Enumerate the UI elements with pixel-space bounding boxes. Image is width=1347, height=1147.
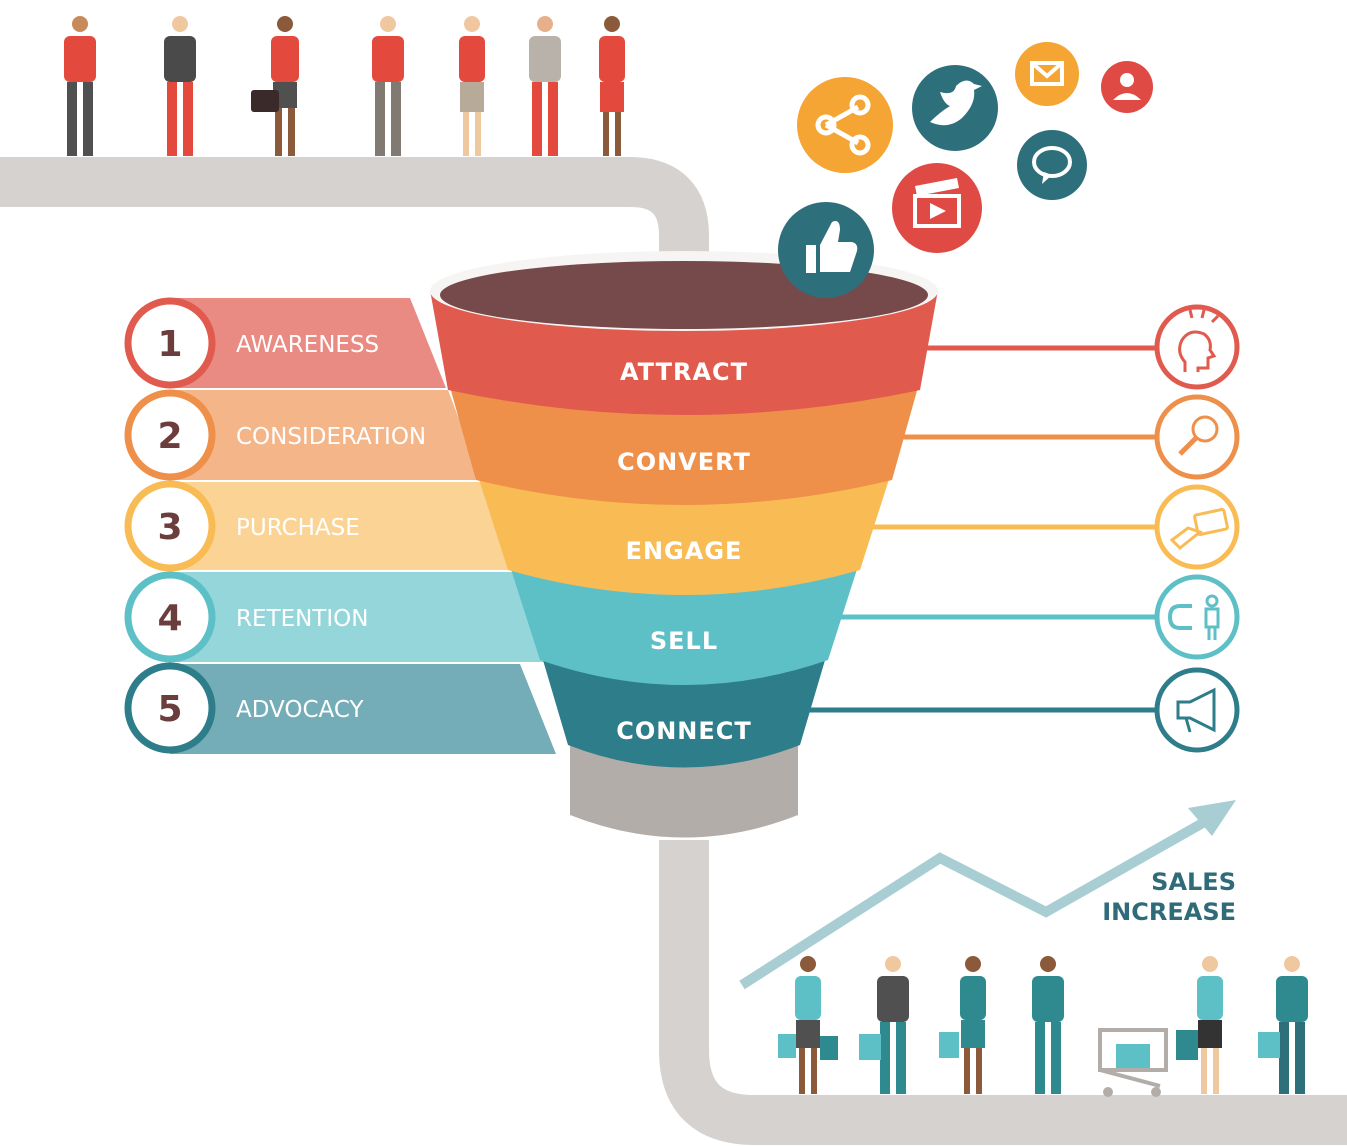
funnel-spout [570, 740, 798, 838]
stage-label: PURCHASE [236, 515, 360, 541]
stage-number: 1 [157, 324, 182, 365]
funnel-layer-connect [540, 650, 828, 768]
stage-label: CONSIDERATION [236, 424, 426, 450]
conveyor-path [0, 157, 1347, 1145]
stage-number: 2 [157, 416, 182, 457]
stage-band-5 [170, 664, 556, 754]
stage-item-3: 3 PURCHASE [124, 480, 360, 572]
thumbs-up-icon [778, 202, 874, 298]
magnet-customer-icon [1154, 574, 1240, 660]
funnel-layer-engage [476, 470, 892, 595]
shopper-icon [778, 956, 838, 1094]
stage-band-2 [170, 390, 482, 480]
idea-head-icon [1154, 304, 1240, 390]
person-icon [64, 16, 96, 156]
funnel-label-connect: CONNECT [616, 717, 752, 745]
funnel-label-convert: CONVERT [617, 448, 751, 476]
shopper-icon [859, 956, 909, 1094]
social-icons [778, 42, 1153, 298]
stage-item-1: 1 AWARENESS [124, 297, 379, 389]
stage-label: AWARENESS [236, 332, 379, 358]
funnel-layer-sell [508, 560, 860, 685]
shopping-cart-icon [1098, 1028, 1168, 1097]
sales-increase-arrow [739, 800, 1236, 990]
stage-label: RETENTION [236, 606, 368, 632]
twitter-bird-icon [912, 65, 998, 151]
shopper-icon [1258, 956, 1308, 1094]
stage-band-1 [170, 298, 446, 388]
person-icon [372, 16, 404, 156]
stage-number: 4 [157, 598, 182, 639]
megaphone-icon [1154, 667, 1240, 753]
video-clapper-icon [892, 163, 982, 253]
stage-label: ADVOCACY [236, 697, 365, 723]
stage-band-4 [170, 572, 554, 662]
right-icons [1154, 304, 1240, 753]
share-icon [797, 77, 893, 173]
shopper-icon [939, 956, 986, 1094]
sales-label-line1: SALES [1151, 868, 1236, 896]
person-icon [599, 16, 625, 156]
person-icon [164, 16, 196, 156]
funnel-label-sell: SELL [650, 627, 718, 655]
stage-item-4: 4 RETENTION [124, 571, 368, 663]
people-bottom [778, 956, 1308, 1097]
user-icon [1101, 61, 1153, 113]
mail-icon [1015, 42, 1079, 106]
stage-number: 3 [157, 507, 182, 548]
funnel: ATTRACT CONVERT ENGAGE SELL CONNECT [430, 251, 938, 838]
person-icon [529, 16, 561, 156]
card-payment-icon [1154, 484, 1240, 570]
shopper-icon [1176, 956, 1223, 1094]
stage-list: 1 AWARENESS 2 CONSIDERATION 3 PURCHASE 4… [124, 297, 556, 754]
person-icon [459, 16, 485, 156]
stage-item-5: 5 ADVOCACY [124, 662, 365, 754]
chat-bubble-icon [1017, 130, 1087, 200]
stage-item-2: 2 CONSIDERATION [124, 389, 426, 481]
sales-label-line2: INCREASE [1102, 898, 1236, 926]
funnel-layer-convert [448, 380, 920, 505]
funnel-label-engage: ENGAGE [626, 537, 743, 565]
people-top [64, 16, 625, 156]
magnifier-icon [1154, 394, 1240, 480]
stage-band-3 [170, 482, 518, 570]
connector-lines [800, 345, 1160, 713]
shopper-icon [1032, 956, 1064, 1094]
person-icon [251, 16, 299, 156]
funnel-label-attract: ATTRACT [620, 358, 748, 386]
stage-number: 5 [157, 689, 182, 730]
